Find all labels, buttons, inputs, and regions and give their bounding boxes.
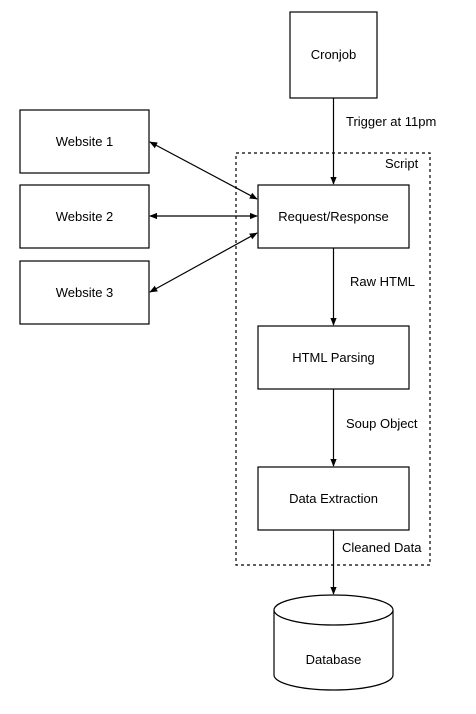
data-extraction-label: Data Extraction	[289, 491, 378, 506]
raw-html-label: Raw HTML	[350, 274, 415, 289]
database-cylinder-body	[273, 610, 394, 691]
website-3-node: Website 3	[19, 260, 150, 325]
database-label: Database	[306, 652, 362, 667]
website-1-node: Website 1	[19, 109, 150, 174]
script-label: Script	[385, 156, 419, 171]
website-2-label: Website 2	[56, 209, 114, 224]
database-node: Database	[273, 594, 394, 691]
soup-object-label: Soup Object	[346, 416, 418, 431]
arrow-website-3-request	[149, 232, 258, 293]
cronjob-node: Cronjob	[289, 11, 378, 99]
data-extraction-node: Data Extraction	[257, 466, 410, 531]
website-1-label: Website 1	[56, 134, 114, 149]
html-parsing-node: HTML Parsing	[257, 325, 410, 390]
cleaned-data-label: Cleaned Data	[342, 540, 422, 555]
website-3-label: Website 3	[56, 285, 114, 300]
database-cylinder-top	[273, 594, 394, 626]
request-response-label: Request/Response	[278, 209, 389, 224]
request-response-node: Request/Response	[257, 184, 410, 249]
trigger-label: Trigger at 11pm	[346, 114, 436, 129]
arrow-website-1-request	[149, 141, 258, 200]
cronjob-label: Cronjob	[311, 47, 357, 62]
html-parsing-label: HTML Parsing	[292, 350, 375, 365]
website-2-node: Website 2	[19, 184, 150, 249]
